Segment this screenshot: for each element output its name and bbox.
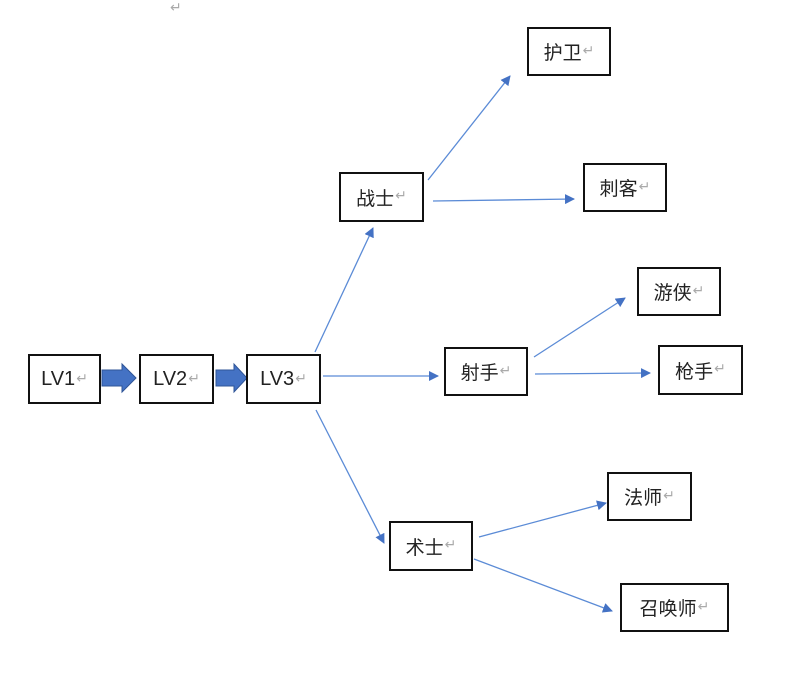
paragraph-mark: ↵ bbox=[663, 487, 675, 504]
paragraph-mark: ↵ bbox=[76, 369, 88, 386]
node-label: 召唤师 bbox=[639, 598, 697, 620]
node-lv1[interactable]: LV1↵ bbox=[28, 354, 101, 404]
edge-warrior-guard bbox=[427, 75, 511, 181]
node-label: 战士 bbox=[356, 187, 395, 210]
paragraph-mark: ↵ bbox=[188, 369, 200, 386]
node-guard[interactable]: 护卫↵ bbox=[527, 27, 611, 76]
edge-lv1-lv2 bbox=[101, 362, 137, 394]
paragraph-mark: ↵ bbox=[714, 361, 726, 377]
node-label: 刺客 bbox=[599, 178, 638, 200]
edge-archer-ranger bbox=[533, 297, 626, 358]
node-label: 法师 bbox=[624, 487, 663, 509]
node-summoner[interactable]: 召唤师↵ bbox=[620, 583, 729, 632]
node-label: 射手 bbox=[460, 362, 499, 384]
node-label: 枪手 bbox=[675, 360, 714, 383]
edge-lv2-lv3 bbox=[215, 362, 248, 394]
node-label: 护卫 bbox=[543, 42, 582, 64]
node-label: 游侠 bbox=[653, 282, 692, 304]
node-label: 术士 bbox=[405, 536, 444, 559]
edge-warrior-assassin bbox=[432, 194, 575, 205]
node-label: LV3 bbox=[260, 367, 295, 390]
node-label: LV1 bbox=[41, 367, 76, 390]
paragraph-mark: ↵ bbox=[444, 537, 457, 553]
node-label: LV2 bbox=[153, 367, 188, 390]
paragraph-mark: ↵ bbox=[692, 282, 705, 299]
node-assassin[interactable]: 刺客↵ bbox=[583, 163, 667, 212]
paragraph-mark: ↵ bbox=[499, 362, 512, 379]
edge-lv3-warrior bbox=[314, 227, 374, 353]
paragraph-mark: ↵ bbox=[395, 188, 407, 204]
node-caster[interactable]: 术士↵ bbox=[389, 521, 473, 571]
paragraph-mark: ↵ bbox=[638, 178, 651, 195]
paragraph-mark: ↵ bbox=[295, 369, 307, 386]
node-lv2[interactable]: LV2↵ bbox=[139, 354, 214, 404]
node-ranger[interactable]: 游侠↵ bbox=[637, 267, 721, 316]
node-mage[interactable]: 法师↵ bbox=[607, 472, 692, 521]
node-warrior[interactable]: 战士↵ bbox=[339, 172, 424, 222]
paragraph-mark: ↵ bbox=[170, 0, 182, 16]
edge-caster-mage bbox=[478, 500, 607, 538]
node-lv3[interactable]: LV3↵ bbox=[246, 354, 321, 404]
paragraph-mark: ↵ bbox=[697, 598, 710, 615]
edge-caster-summoner bbox=[473, 558, 613, 613]
edge-lv3-caster bbox=[315, 409, 385, 544]
paragraph-mark: ↵ bbox=[582, 42, 595, 59]
edge-archer-gunner bbox=[534, 368, 651, 379]
node-gunner[interactable]: 枪手↵ bbox=[658, 345, 743, 395]
node-archer[interactable]: 射手↵ bbox=[444, 347, 528, 396]
